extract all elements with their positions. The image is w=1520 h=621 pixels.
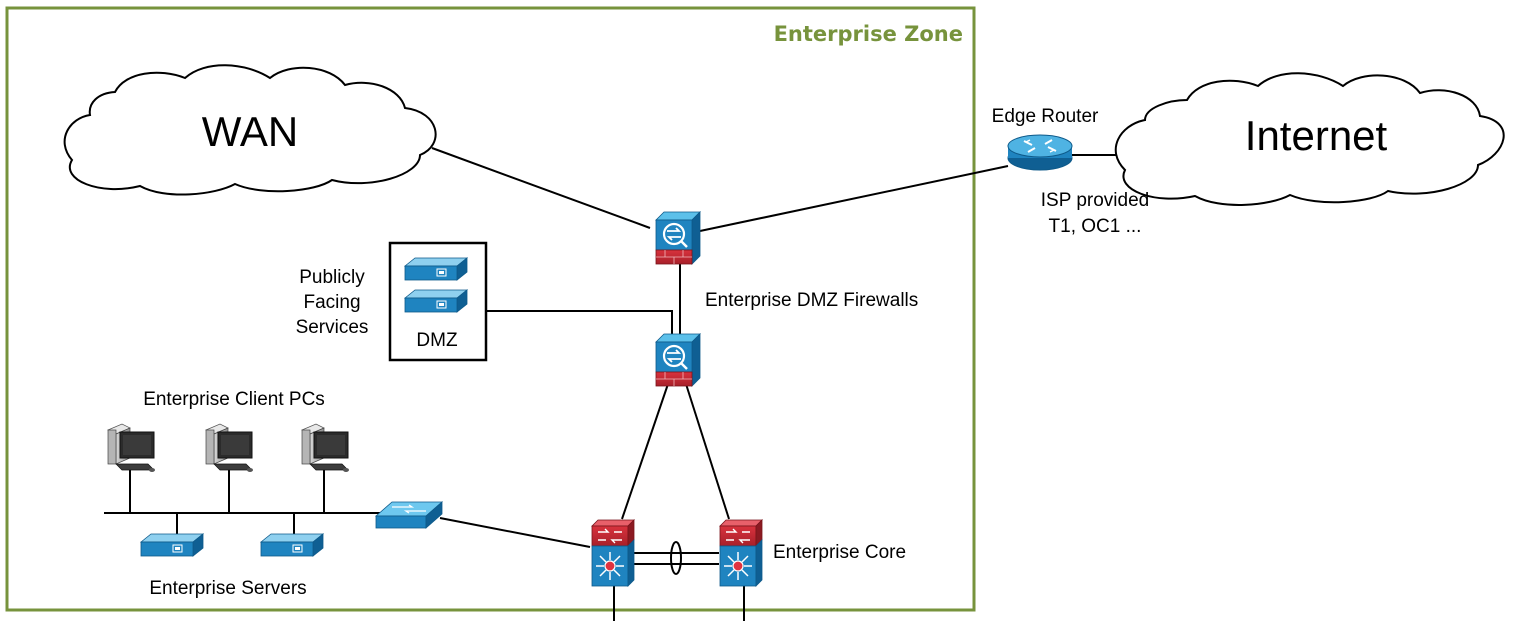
dmz-to-firewall-link bbox=[486, 310, 673, 335]
dmz-box-label: DMZ bbox=[416, 330, 458, 351]
firewall-to-core-left-link bbox=[621, 383, 669, 520]
core-switch-right-icon bbox=[719, 519, 763, 587]
isp-note-line1: ISP provided bbox=[1041, 190, 1149, 211]
dmz-firewall-top-icon bbox=[654, 210, 702, 266]
dmz-server-bottom-icon bbox=[404, 289, 468, 313]
servers-label: Enterprise Servers bbox=[149, 578, 306, 599]
core-switch-left-icon bbox=[591, 519, 635, 587]
router-arrows-icon bbox=[1024, 139, 1056, 153]
wan-cloud: WAN bbox=[63, 64, 437, 196]
dmz-server-top-icon bbox=[404, 257, 468, 281]
client-pc-1-icon bbox=[107, 423, 156, 473]
wan-to-firewall-link bbox=[431, 147, 651, 229]
access-switch-icon bbox=[374, 501, 444, 529]
firewall-to-core-right-link bbox=[685, 383, 730, 520]
firewall-to-edge-router-link bbox=[699, 165, 1009, 232]
client-pc-2-icon bbox=[205, 423, 254, 473]
zone-title: Enterprise Zone bbox=[774, 22, 963, 46]
edge-router bbox=[1007, 134, 1073, 171]
dmz-firewall-bottom-icon bbox=[654, 332, 702, 388]
client-pc-3-icon bbox=[301, 423, 350, 473]
internet-label: Internet bbox=[1245, 112, 1388, 159]
internet-cloud: Internet bbox=[1114, 72, 1505, 206]
port-channel-ellipse bbox=[670, 541, 682, 575]
firewalls-label: Enterprise DMZ Firewalls bbox=[705, 290, 918, 311]
core-label: Enterprise Core bbox=[773, 542, 906, 563]
edge-router-label: Edge Router bbox=[992, 106, 1099, 127]
connections bbox=[104, 147, 1118, 621]
wan-label: WAN bbox=[202, 108, 298, 155]
isp-note-line2: T1, OC1 ... bbox=[1049, 216, 1142, 237]
clients-label: Enterprise Client PCs bbox=[143, 389, 325, 410]
dmz-caption-line3: Services bbox=[296, 317, 369, 338]
dmz-caption-line1: Publicly bbox=[299, 267, 365, 288]
dmz-caption-line2: Facing bbox=[303, 292, 360, 313]
enterprise-zone-border bbox=[5, 6, 976, 612]
access-switch-to-core-link bbox=[439, 517, 591, 548]
enterprise-server-1-icon bbox=[140, 533, 204, 557]
enterprise-server-2-icon bbox=[260, 533, 324, 557]
